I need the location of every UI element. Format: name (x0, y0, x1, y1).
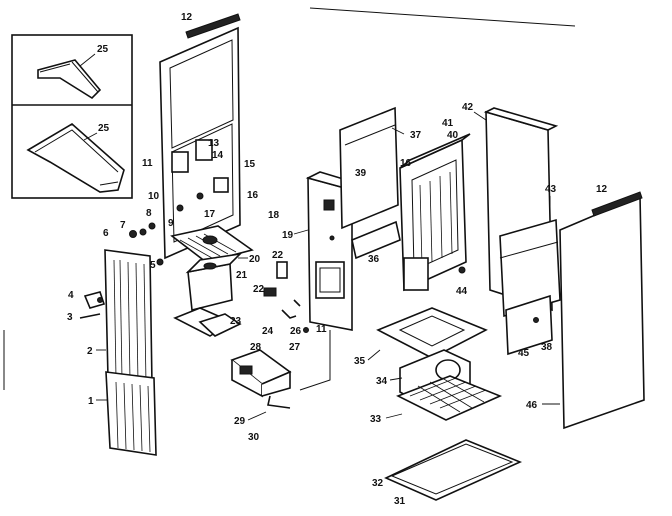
callout-7: 7 (120, 220, 126, 231)
callout-2: 2 (87, 346, 93, 357)
heat-exchanger-40 (399, 133, 471, 292)
callout-12: 12 (596, 184, 608, 195)
callout-3: 3 (67, 312, 73, 323)
lower-door-1 (105, 371, 157, 456)
callout-45: 45 (518, 348, 530, 359)
callout-25: 25 (98, 123, 110, 134)
callout-14: 14 (212, 150, 224, 161)
callout-27: 27 (289, 342, 301, 353)
callout-18: 18 (268, 210, 280, 221)
callout-46: 46 (526, 400, 538, 411)
callout-24: 24 (262, 326, 274, 337)
callout-42: 42 (462, 102, 474, 113)
blower-assembly (376, 307, 503, 421)
callout-43: 43 (545, 184, 557, 195)
callout-16: 16 (400, 158, 412, 169)
callout-19: 19 (282, 230, 294, 241)
callout-41: 41 (442, 118, 454, 129)
panel-43 (499, 218, 561, 356)
callout-31: 31 (394, 496, 406, 507)
callout-33: 33 (370, 414, 382, 425)
top-rail-12a (185, 13, 241, 39)
callout-1: 1 (88, 396, 94, 407)
callout-37: 37 (410, 130, 422, 141)
right-front-panel-46 (559, 191, 645, 430)
callout-15: 15 (244, 159, 256, 170)
inset-detail-box (11, 34, 133, 199)
callout-16: 16 (247, 190, 259, 201)
gas-valve-28 (230, 330, 331, 409)
back-panel-assembly (159, 13, 241, 260)
callout-20: 20 (249, 254, 261, 265)
filter-rack-upper (37, 59, 102, 100)
front-door-panels (104, 249, 157, 456)
callout-21: 21 (236, 270, 248, 281)
small-fasteners-left (79, 222, 164, 319)
callout-39: 39 (355, 168, 367, 179)
callout-38: 38 (541, 342, 553, 353)
small-parts-center (263, 261, 309, 333)
callout-32: 32 (372, 478, 384, 489)
callout-30: 30 (248, 432, 260, 443)
callout-4: 4 (68, 290, 74, 301)
callout-9: 9 (168, 218, 174, 229)
callout-25: 25 (97, 44, 109, 55)
callout-22: 22 (253, 284, 265, 295)
callout-5: 5 (150, 260, 156, 271)
burner-assembly (170, 225, 254, 337)
callout-8: 8 (146, 208, 152, 219)
callout-6: 6 (103, 228, 109, 239)
callout-layer: 12 25 25 11 13 14 15 10 16 17 9 8 6 7 20… (67, 12, 608, 507)
callout-17: 17 (204, 209, 216, 220)
page-edge-line (309, 7, 576, 27)
callout-11: 11 (142, 158, 153, 169)
duct-panel-39 (339, 106, 401, 260)
callout-36: 36 (368, 254, 380, 265)
callout-26: 26 (290, 326, 302, 337)
callout-23: 23 (230, 316, 242, 327)
blower-top-35 (376, 307, 488, 359)
callout-44: 44 (456, 286, 468, 297)
base-pan (384, 439, 523, 501)
callout-28: 28 (250, 342, 262, 353)
callout-34: 34 (376, 376, 388, 387)
callout-29: 29 (234, 416, 246, 427)
callout-22: 22 (272, 250, 284, 261)
callout-11: 11 (316, 324, 327, 335)
callout-40: 40 (447, 130, 459, 141)
callout-10: 10 (148, 191, 160, 202)
callout-13: 13 (208, 138, 220, 149)
callout-35: 35 (354, 356, 366, 367)
callout-12: 12 (181, 12, 193, 23)
